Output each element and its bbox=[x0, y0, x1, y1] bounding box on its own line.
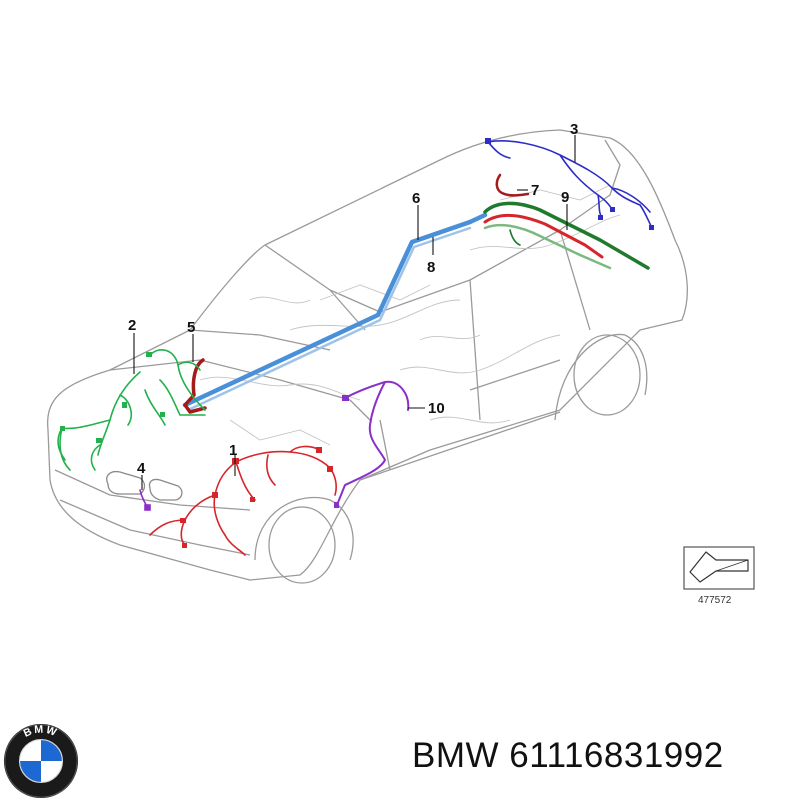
svg-text:BMW: BMW bbox=[22, 724, 60, 740]
callout-5: 5 bbox=[187, 319, 195, 336]
harness-9 bbox=[483, 201, 650, 270]
front-wheel bbox=[254, 496, 354, 584]
callout-3: 3 bbox=[570, 121, 578, 138]
callout-9: 9 bbox=[561, 189, 569, 206]
callout-1: 1 bbox=[229, 442, 237, 459]
callout-2: 2 bbox=[128, 317, 136, 334]
harness-10 bbox=[336, 380, 410, 506]
harness-2 bbox=[57, 349, 206, 471]
car-outline bbox=[46, 129, 688, 581]
harness-4 bbox=[139, 489, 151, 511]
harness-7 bbox=[495, 173, 530, 197]
bmw-logo: BMW bbox=[3, 724, 79, 799]
reference-box: 477572 bbox=[683, 546, 755, 606]
kidney-grille bbox=[106, 470, 183, 501]
direction-arrow-icon bbox=[689, 551, 749, 583]
callout-4: 4 bbox=[137, 460, 146, 477]
leader-lines bbox=[133, 135, 576, 490]
rear-wheel bbox=[554, 333, 648, 421]
harness-5 bbox=[183, 358, 207, 414]
harness-6-8 bbox=[182, 212, 488, 412]
harness-1 bbox=[149, 445, 337, 556]
callout-8: 8 bbox=[427, 259, 435, 276]
logo-letters: BMW bbox=[22, 724, 58, 740]
callouts: 1 2 3 4 5 6 7 8 9 10 bbox=[128, 121, 578, 477]
harness-10-connectors bbox=[334, 395, 349, 508]
callout-10: 10 bbox=[428, 400, 445, 417]
callout-7: 7 bbox=[531, 182, 539, 199]
harness-2-connectors bbox=[60, 352, 165, 443]
part-number-label: BMW 61116831992 bbox=[412, 736, 724, 775]
harness-3-connectors bbox=[485, 138, 654, 230]
reference-number: 477572 bbox=[698, 595, 732, 606]
callout-6: 6 bbox=[412, 190, 420, 207]
